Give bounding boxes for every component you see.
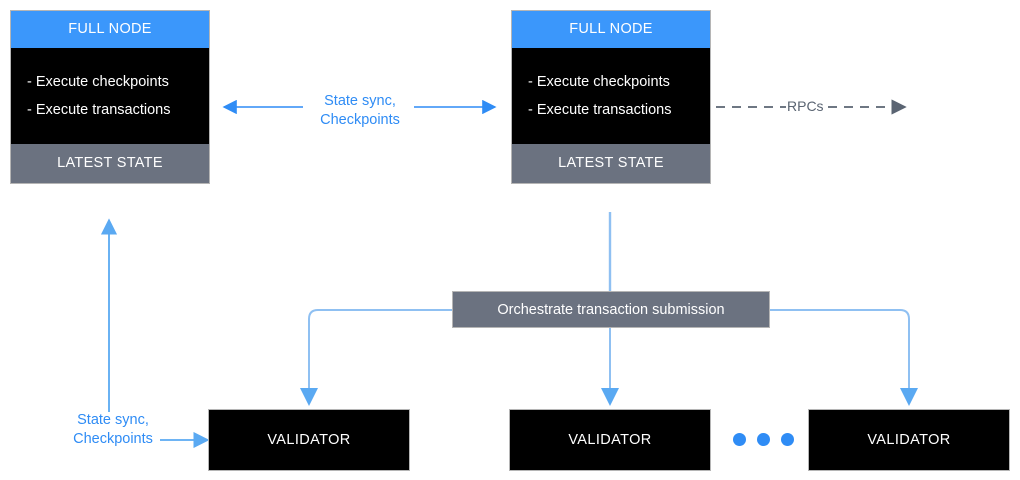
full-node-left-header: FULL NODE [11, 11, 209, 48]
full-node-left-body: - Execute checkpoints - Execute transact… [11, 48, 209, 144]
full-node-left-footer: LATEST STATE [11, 144, 209, 183]
validator-2-label: VALIDATOR [568, 432, 652, 448]
more-validators-ellipsis-icon [733, 433, 794, 446]
full-node-left-bullet-2: - Execute transactions [27, 102, 171, 118]
validator-box-3: VALIDATOR [808, 409, 1010, 471]
edge-label-state-sync-top: State sync, Checkpoints [320, 93, 400, 128]
edge-label-state-sync-left: State sync, Checkpoints [73, 412, 153, 447]
validator-box-2: VALIDATOR [509, 409, 711, 471]
orchestrate-transaction-submission-box: Orchestrate transaction submission [452, 291, 770, 328]
validator-3-label: VALIDATOR [867, 432, 951, 448]
orchestrate-label: Orchestrate transaction submission [497, 301, 725, 318]
full-node-right: FULL NODE - Execute checkpoints - Execut… [511, 10, 711, 184]
edge-orchestrate-to-validator-1 [300, 309, 452, 406]
full-node-left-bullet-1: - Execute checkpoints [27, 74, 169, 90]
full-node-right-header: FULL NODE [512, 11, 710, 48]
validator-1-label: VALIDATOR [267, 432, 351, 448]
full-node-left: FULL NODE - Execute checkpoints - Execut… [10, 10, 210, 184]
full-node-right-bullet-2: - Execute transactions [528, 102, 672, 118]
full-node-right-bullet-1: - Execute checkpoints [528, 74, 670, 90]
edge-orchestrate-to-validator-3 [770, 309, 918, 406]
ellipsis-dot-2 [757, 433, 770, 446]
validator-box-1: VALIDATOR [208, 409, 410, 471]
ellipsis-dot-1 [733, 433, 746, 446]
edge-label-rpcs: RPCs [786, 98, 825, 114]
ellipsis-dot-3 [781, 433, 794, 446]
full-node-right-body: - Execute checkpoints - Execute transact… [512, 48, 710, 144]
full-node-right-footer: LATEST STATE [512, 144, 710, 183]
